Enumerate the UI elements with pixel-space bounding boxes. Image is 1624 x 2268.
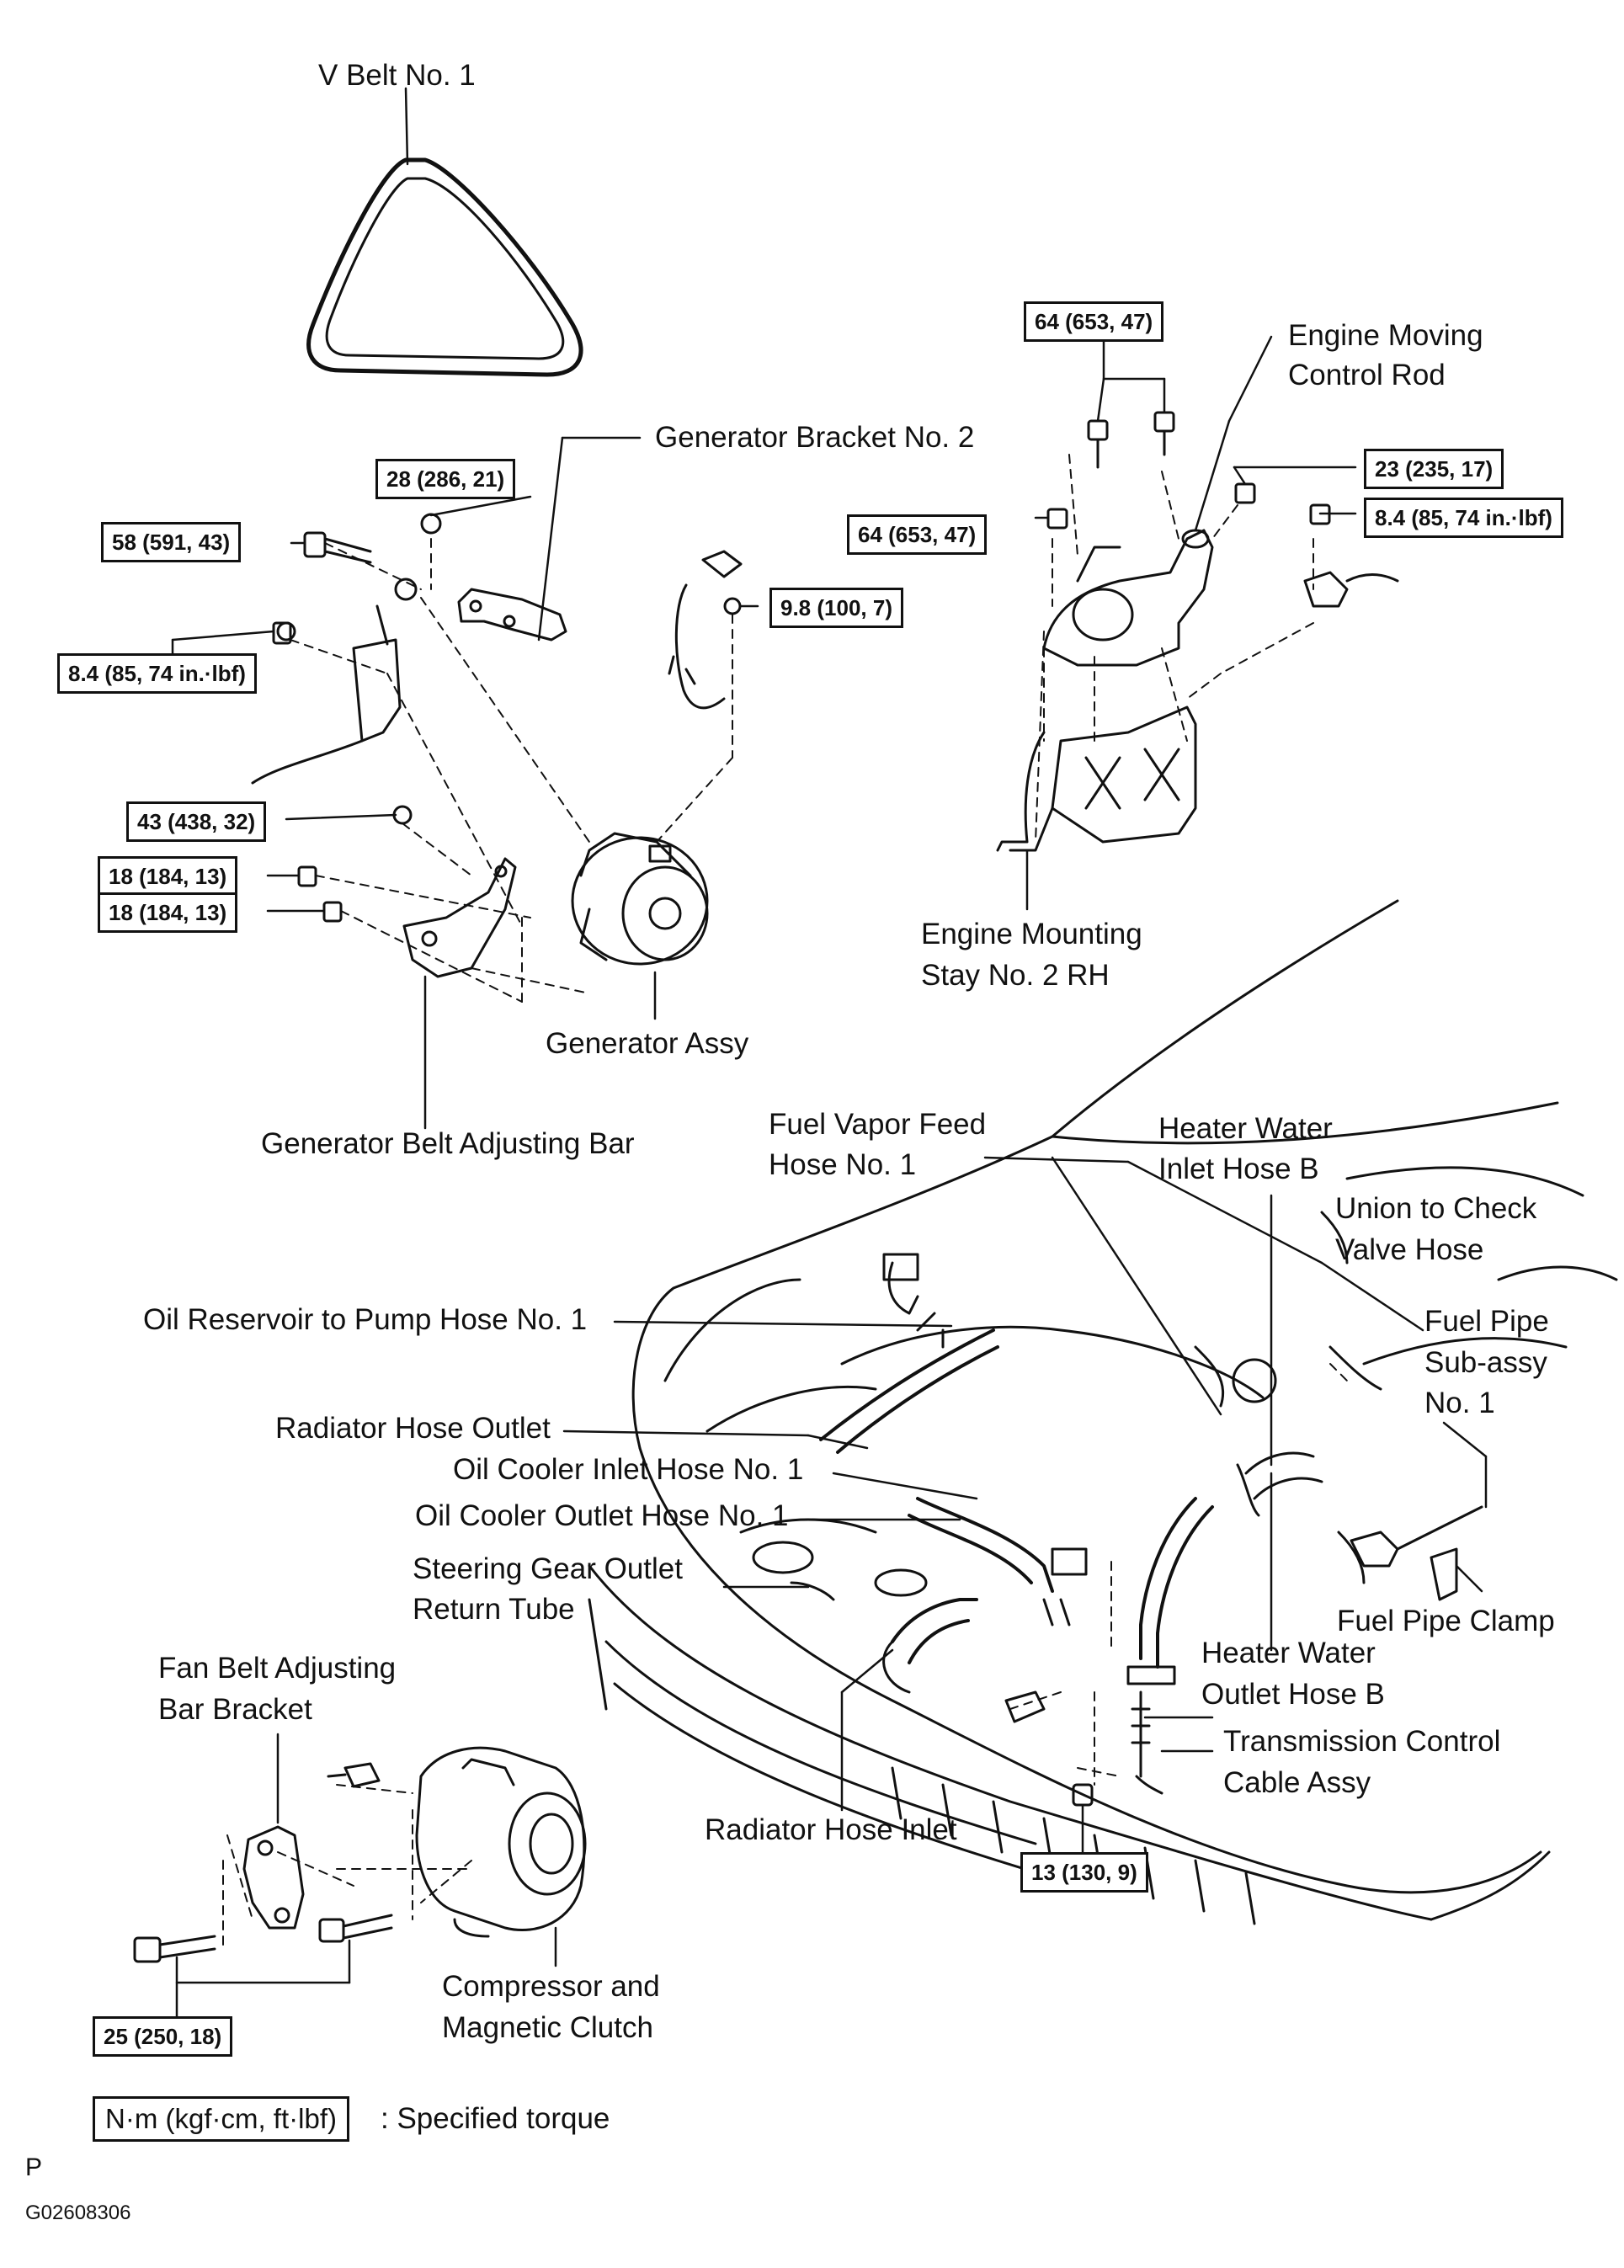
engine-moving-control-rod-label-2: Control Rod xyxy=(1288,359,1446,391)
figure-code: G02608306 xyxy=(25,2201,131,2224)
transmission-control-cable-label-2: Cable Assy xyxy=(1223,1766,1371,1799)
torque-unit-legend-box: N·m (kgf·cm, ft·lbf) xyxy=(93,2096,349,2142)
fuel-pipe-sub-assy-label-3: No. 1 xyxy=(1424,1387,1495,1419)
fuel-pipe-sub-assy-label-2: Sub-assy xyxy=(1424,1346,1547,1379)
union-check-valve-hose-label-2: Valve Hose xyxy=(1335,1233,1484,1266)
torque-box-28: 28 (286, 21) xyxy=(375,459,516,499)
engine-moving-control-rod-label-1: Engine Moving xyxy=(1288,319,1483,352)
torque-box-64-top: 64 (653, 47) xyxy=(1024,301,1164,342)
fuel-vapor-feed-hose-label-1: Fuel Vapor Feed xyxy=(769,1108,987,1141)
engine-mounting-stay-label-1: Engine Mounting xyxy=(921,918,1142,950)
union-check-valve-hose-label-1: Union to Check xyxy=(1335,1192,1537,1225)
generator-bolt-58-drawing xyxy=(303,531,372,564)
hoses-drawing xyxy=(790,1211,1483,1694)
fan-belt-bracket-label-1: Fan Belt Adjusting xyxy=(158,1652,397,1685)
heater-water-inlet-hose-label-1: Heater Water xyxy=(1158,1112,1333,1145)
radiator-hose-outlet-label: Radiator Hose Outlet xyxy=(275,1412,551,1445)
fuel-vapor-feed-hose-label-2: Hose No. 1 xyxy=(769,1148,917,1181)
steering-gear-return-tube-label-2: Return Tube xyxy=(413,1593,575,1626)
fuel-pipe-clamp-label: Fuel Pipe Clamp xyxy=(1337,1605,1555,1637)
engine-moving-control-rod-drawing xyxy=(1042,529,1214,667)
torque-unit-legend-text: : Specified torque xyxy=(381,2102,610,2135)
torque-box-84-left: 8.4 (85, 74 in.·lbf) xyxy=(57,653,257,694)
compressor-label-2: Magnetic Clutch xyxy=(442,2011,653,2044)
compressor-drawing xyxy=(415,1746,587,1938)
generator-belt-adjusting-bar-drawing xyxy=(402,857,517,978)
torque-box-64-mid: 64 (653, 47) xyxy=(847,514,988,555)
fan-belt-bracket-drawing xyxy=(242,1825,305,1930)
torque-box-18-a: 18 (184, 13) xyxy=(98,856,238,897)
torque-box-84-right: 8.4 (85, 74 in.·lbf) xyxy=(1364,498,1563,538)
compressor-bolts-drawing xyxy=(133,1914,393,1963)
torque-box-13: 13 (130, 9) xyxy=(1020,1852,1148,1893)
heater-water-inlet-hose-label-2: Inlet Hose B xyxy=(1158,1153,1319,1185)
engine-mounting-stay-drawing xyxy=(996,705,1197,852)
engine-bay-drawing xyxy=(588,899,1618,1925)
footer-mark: P xyxy=(25,2154,43,2181)
generator-assy-label: Generator Assy xyxy=(546,1027,749,1060)
v-belt-label: V Belt No. 1 xyxy=(318,59,476,92)
compressor-label-1: Compressor and xyxy=(442,1970,660,2003)
oil-cooler-outlet-hose-label: Oil Cooler Outlet Hose No. 1 xyxy=(415,1499,789,1532)
torque-box-25: 25 (250, 18) xyxy=(93,2016,233,2057)
torque-box-23: 23 (235, 17) xyxy=(1364,449,1504,489)
generator-belt-adjusting-bar-label: Generator Belt Adjusting Bar xyxy=(261,1127,635,1160)
engine-mounting-stay-label-2: Stay No. 2 RH xyxy=(921,959,1110,992)
torque-box-98: 9.8 (100, 7) xyxy=(769,588,903,628)
heater-water-outlet-hose-label-2: Outlet Hose B xyxy=(1201,1678,1385,1711)
v-belt-drawing xyxy=(306,157,583,377)
steering-gear-return-tube-label-1: Steering Gear Outlet xyxy=(413,1552,683,1585)
torque-box-58: 58 (591, 43) xyxy=(101,522,242,562)
torque-box-18-b: 18 (184, 13) xyxy=(98,892,238,933)
generator-bracket-no2-drawing xyxy=(457,588,567,642)
radiator-hose-inlet-label: Radiator Hose Inlet xyxy=(705,1813,957,1846)
heater-water-outlet-hose-label-1: Heater Water xyxy=(1201,1637,1376,1669)
oil-reservoir-pump-hose-label: Oil Reservoir to Pump Hose No. 1 xyxy=(143,1303,588,1336)
generator-bracket-no2-label: Generator Bracket No. 2 xyxy=(655,421,975,454)
torque-box-43: 43 (438, 32) xyxy=(126,801,267,842)
generator-assy-drawing xyxy=(571,832,709,966)
oil-cooler-inlet-hose-label: Oil Cooler Inlet Hose No. 1 xyxy=(453,1453,804,1486)
fan-belt-bracket-label-2: Bar Bracket xyxy=(158,1693,312,1726)
fuel-pipe-sub-assy-label-1: Fuel Pipe xyxy=(1424,1305,1549,1338)
transmission-control-cable-label-1: Transmission Control xyxy=(1223,1725,1501,1758)
